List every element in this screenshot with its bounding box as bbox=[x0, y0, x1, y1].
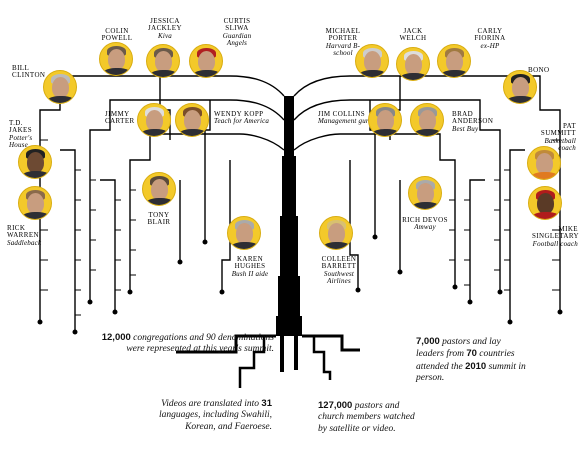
label-rich-devos: RICH DEVOS Amway bbox=[402, 216, 448, 232]
tree-roots bbox=[176, 334, 360, 388]
label-bill-clinton: BILL CLINTON bbox=[12, 64, 46, 80]
stat-leaders: 7,000 pastors and lay leaders from 70 co… bbox=[416, 336, 526, 384]
tree-trunk bbox=[276, 96, 302, 336]
label-jimmy-carter: JIMMY CARTER bbox=[105, 110, 135, 126]
label-rick-warren: RICK WARREN Saddleback bbox=[7, 224, 42, 247]
tree-leaves bbox=[40, 139, 560, 316]
photo-rick-warren bbox=[18, 186, 52, 220]
photo-wendy-kopp bbox=[175, 103, 209, 137]
label-brad-anderson: BRAD ANDERSON Best Buy bbox=[452, 110, 494, 133]
label-carly-fiorina: CARLY FIORINA ex-HP bbox=[474, 27, 506, 50]
label-colin-powell: COLIN POWELL bbox=[97, 27, 137, 43]
label-bono: BONO bbox=[528, 66, 550, 74]
label-pat-summitt: PAT SUMMITT Basketball coach bbox=[540, 122, 576, 153]
label-jim-collins: JIM COLLINS Management guru bbox=[318, 110, 373, 126]
stat-viewers: 127,000 pastors and church members watch… bbox=[318, 400, 415, 434]
label-mike-singletary: MIKE SINGLETARY Football coach bbox=[532, 225, 579, 248]
photo-colin-powell bbox=[99, 42, 133, 76]
label-curtis-sliwa: CURTIS SLIWA Guardian Angels bbox=[222, 17, 252, 48]
label-wendy-kopp: WENDY KOPP Teach for America bbox=[214, 110, 270, 126]
label-karen-hughes: KAREN HUGHES Bush II aide bbox=[231, 255, 269, 278]
label-jack-welch: JACK WELCH bbox=[399, 27, 427, 43]
name: COLIN POWELL bbox=[101, 27, 133, 43]
label-colleen-barrett: COLLEEN BARRETT Southwest Airlines bbox=[321, 255, 357, 286]
stat-languages: Videos are translated into 31 languages,… bbox=[159, 398, 272, 432]
photo-carly-fiorina bbox=[437, 44, 471, 78]
photo-jimmy-carter bbox=[137, 103, 171, 137]
photo-tony-blair bbox=[142, 172, 176, 206]
photo-jack-welch bbox=[396, 47, 430, 81]
photo-jessica-jackley bbox=[146, 44, 180, 78]
stat-congregations: 12,000 congregations and 90 denomination… bbox=[101, 332, 274, 355]
photo-colleen-barrett bbox=[319, 216, 353, 250]
label-michael-porter: MICHAEL PORTER Harvard B-school bbox=[325, 27, 361, 58]
label-td-jakes: T.D. JAKES Potter's House bbox=[9, 119, 33, 150]
photo-mike-singletary bbox=[528, 186, 562, 220]
photo-td-jakes bbox=[18, 145, 52, 179]
label-jessica-jackley: JESSICA JACKLEY Kiva bbox=[148, 17, 182, 40]
photo-bill-clinton bbox=[43, 70, 77, 104]
photo-michael-porter bbox=[355, 44, 389, 78]
label-tony-blair: TONY BLAIR bbox=[147, 211, 171, 227]
photo-brad-anderson bbox=[410, 103, 444, 137]
photo-curtis-sliwa bbox=[189, 44, 223, 78]
branch-end-dots bbox=[37, 234, 563, 335]
photo-bono bbox=[503, 70, 537, 104]
photo-karen-hughes bbox=[227, 216, 261, 250]
photo-pat-summitt bbox=[527, 146, 561, 180]
photo-rich-devos bbox=[408, 176, 442, 210]
photo-jim-collins bbox=[368, 103, 402, 137]
